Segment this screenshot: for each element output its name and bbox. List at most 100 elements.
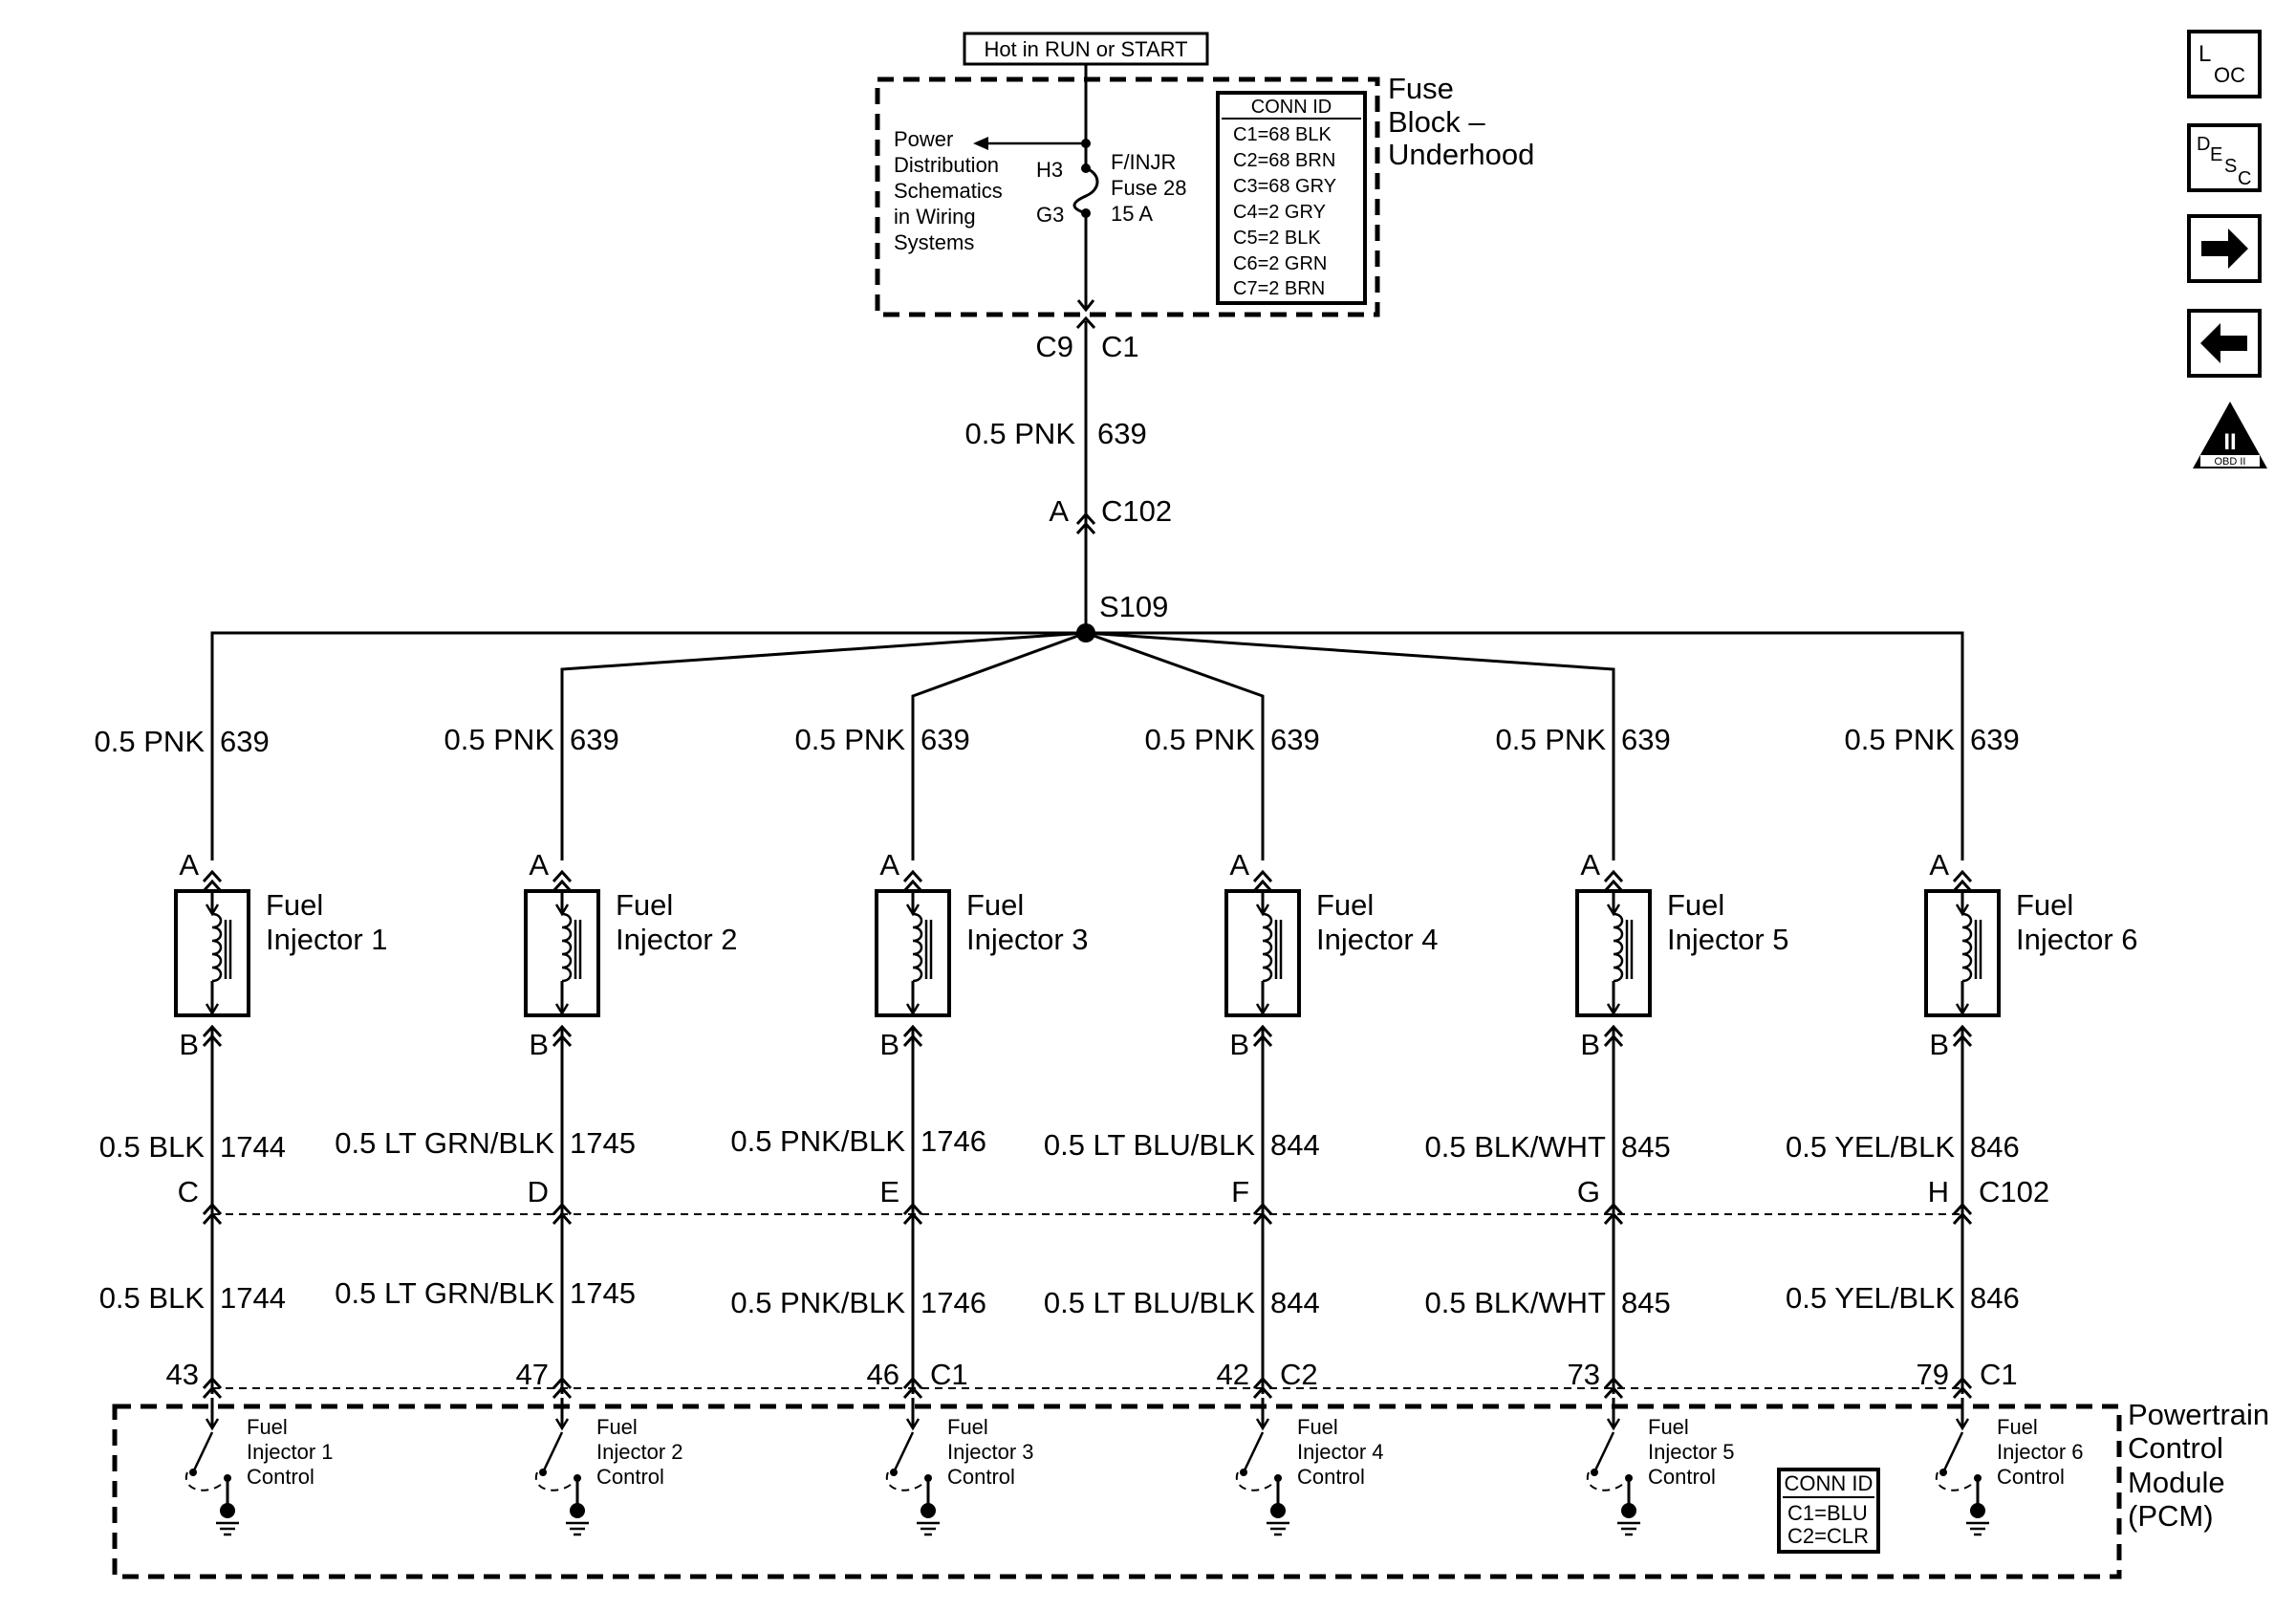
previous-button[interactable] [2187, 309, 2262, 378]
c102-pin: G [1577, 1175, 1600, 1208]
injector-pin-a-connector-icon-lower [1252, 879, 1273, 893]
injector-name: Injector 3 [966, 923, 1089, 956]
pcm-connector-icon-lower [1603, 1385, 1624, 1400]
fuse-conn-id-row: C1=68 BLK [1233, 124, 1332, 145]
pcm-driver-label: Control [947, 1465, 1015, 1489]
hot-label-box: Hot in RUN or START [963, 32, 1209, 66]
feed-circuit-label: 639 [921, 723, 970, 756]
injector-lead-arrow-icon [554, 1003, 570, 1016]
control-wire-label-lower: 0.5 PNK/BLK [730, 1286, 905, 1319]
injector-pin-b: B [1929, 1028, 1949, 1061]
fuse-symbol-icon [1072, 166, 1099, 215]
control-circuit-label-lower: 1744 [220, 1281, 286, 1315]
injector-pin-a: A [1929, 848, 1949, 882]
feed-wire-label: 0.5 PNK [795, 723, 906, 756]
fuse-term-top: H3 [1036, 158, 1063, 182]
splice-label: S109 [1099, 590, 1168, 623]
pcm-driver-label: Fuel [596, 1415, 638, 1439]
feed-wire-branch [1085, 631, 1265, 860]
control-wire-label-lower: 0.5 LT GRN/BLK [335, 1276, 554, 1310]
pcm-pin: 47 [516, 1358, 549, 1391]
fuse-block-outline [875, 76, 1380, 317]
pcm-name-4: (PCM) [2128, 1499, 2214, 1533]
obd-ii-button[interactable]: II OBD II [2193, 402, 2267, 468]
pcm-conn-id-title: CONN ID [1785, 1471, 1874, 1495]
fuse-conn-id-row: C6=2 GRN [1233, 253, 1327, 274]
injector-pin-b: B [879, 1028, 899, 1061]
driver-arrow-icon [1955, 1418, 1970, 1431]
obd-ii-icon [2193, 402, 2267, 468]
feed-circuit-label: 639 [1270, 723, 1320, 756]
control-wire-label-lower: 0.5 LT BLU/BLK [1044, 1286, 1255, 1319]
c102-pin: D [528, 1175, 549, 1208]
desc-letter-e: E [2210, 144, 2222, 165]
control-circuit-label-lower: 1746 [921, 1286, 986, 1319]
desc-letter-d: D [2197, 134, 2210, 155]
ground-icon [1970, 1503, 1985, 1518]
feed-circuit-label: 639 [1970, 723, 2020, 756]
coil-icon [211, 912, 223, 983]
driver-switch-icon [892, 1431, 915, 1473]
feed-wire-label: 0.5 PNK [1496, 723, 1607, 756]
pcm-connector-label: C2 [1280, 1358, 1318, 1391]
injector-pin-a-connector-icon [1952, 869, 1973, 883]
hot-label: Hot in RUN or START [984, 37, 1187, 61]
next-button[interactable] [2187, 214, 2262, 283]
injector-name: Injector 6 [2016, 923, 2138, 956]
loc-main-letter: L [2199, 41, 2211, 67]
driver-return-icon [1935, 1471, 1977, 1491]
c102-connector-icon [552, 1202, 573, 1216]
c102-connector-icon [902, 1202, 923, 1216]
loc-button[interactable]: L OC [2187, 30, 2262, 98]
power-ref-line-2: Distribution [894, 153, 999, 177]
fuse-conn-id-title: CONN ID [1251, 97, 1332, 118]
driver-return-icon [885, 1471, 927, 1491]
fuse-label-3: 15 A [1111, 202, 1153, 226]
injector-lead-arrow-icon [205, 1003, 220, 1016]
injector-pin-a: A [529, 848, 549, 882]
driver-switch-icon [541, 1431, 564, 1473]
c102-connector-icon-lower [1952, 1211, 1973, 1226]
pcm-connector-label: C1 [930, 1358, 968, 1391]
desc-letter-c: C [2238, 168, 2251, 189]
pcm-pin: 46 [867, 1358, 899, 1391]
driver-contact [890, 1469, 898, 1476]
pcm-connector-icon [1952, 1376, 1973, 1390]
injector-pin-a: A [879, 848, 899, 882]
pcm-driver-label: Fuel [1648, 1415, 1689, 1439]
injector-name: Injector 2 [616, 923, 738, 956]
pcm-name-3: Module [2128, 1466, 2225, 1499]
injector-pin-a-connector-icon-lower [1603, 879, 1624, 893]
fuse-out-conn: C1 [1101, 330, 1139, 363]
coil-icon [561, 912, 573, 983]
injector-pin-b: B [1229, 1028, 1249, 1061]
pcm-pin: 73 [1568, 1358, 1600, 1391]
injector-name: Fuel [616, 888, 673, 922]
pcm-driver-label: Injector 2 [596, 1440, 683, 1464]
feed-circuit-label: 639 [570, 723, 619, 756]
c102-connector-icon [1952, 1202, 1973, 1216]
ground-icon [921, 1503, 936, 1518]
feed-wire-branch [1085, 631, 1615, 860]
driver-switch-icon [1941, 1431, 1964, 1473]
desc-button[interactable]: D E S C [2187, 123, 2262, 192]
injector-name: Fuel [266, 888, 323, 922]
injector-name: Fuel [1316, 888, 1374, 922]
coil-icon [1613, 912, 1624, 983]
driver-contact [1240, 1469, 1247, 1476]
c102-a-connector-icon [1075, 512, 1096, 526]
coil-icon [1961, 912, 1973, 983]
arrow-left-icon [2200, 323, 2247, 363]
pcm-driver-label: Control [247, 1465, 314, 1489]
control-wire-label: 0.5 YEL/BLK [1786, 1130, 1955, 1164]
fuse-out-pin: C9 [1035, 330, 1073, 363]
control-wire-label: 0.5 BLK/WHT [1425, 1130, 1607, 1164]
power-ref-line-1: Power [894, 127, 953, 151]
injector-pin-b: B [1580, 1028, 1600, 1061]
injector-pin-a-connector-icon-lower [202, 879, 223, 893]
driver-return-icon [534, 1471, 576, 1491]
c102-pin: H [1928, 1175, 1949, 1208]
feed-wire-label: 0.5 PNK [95, 725, 206, 758]
control-circuit-label: 1746 [921, 1124, 986, 1158]
